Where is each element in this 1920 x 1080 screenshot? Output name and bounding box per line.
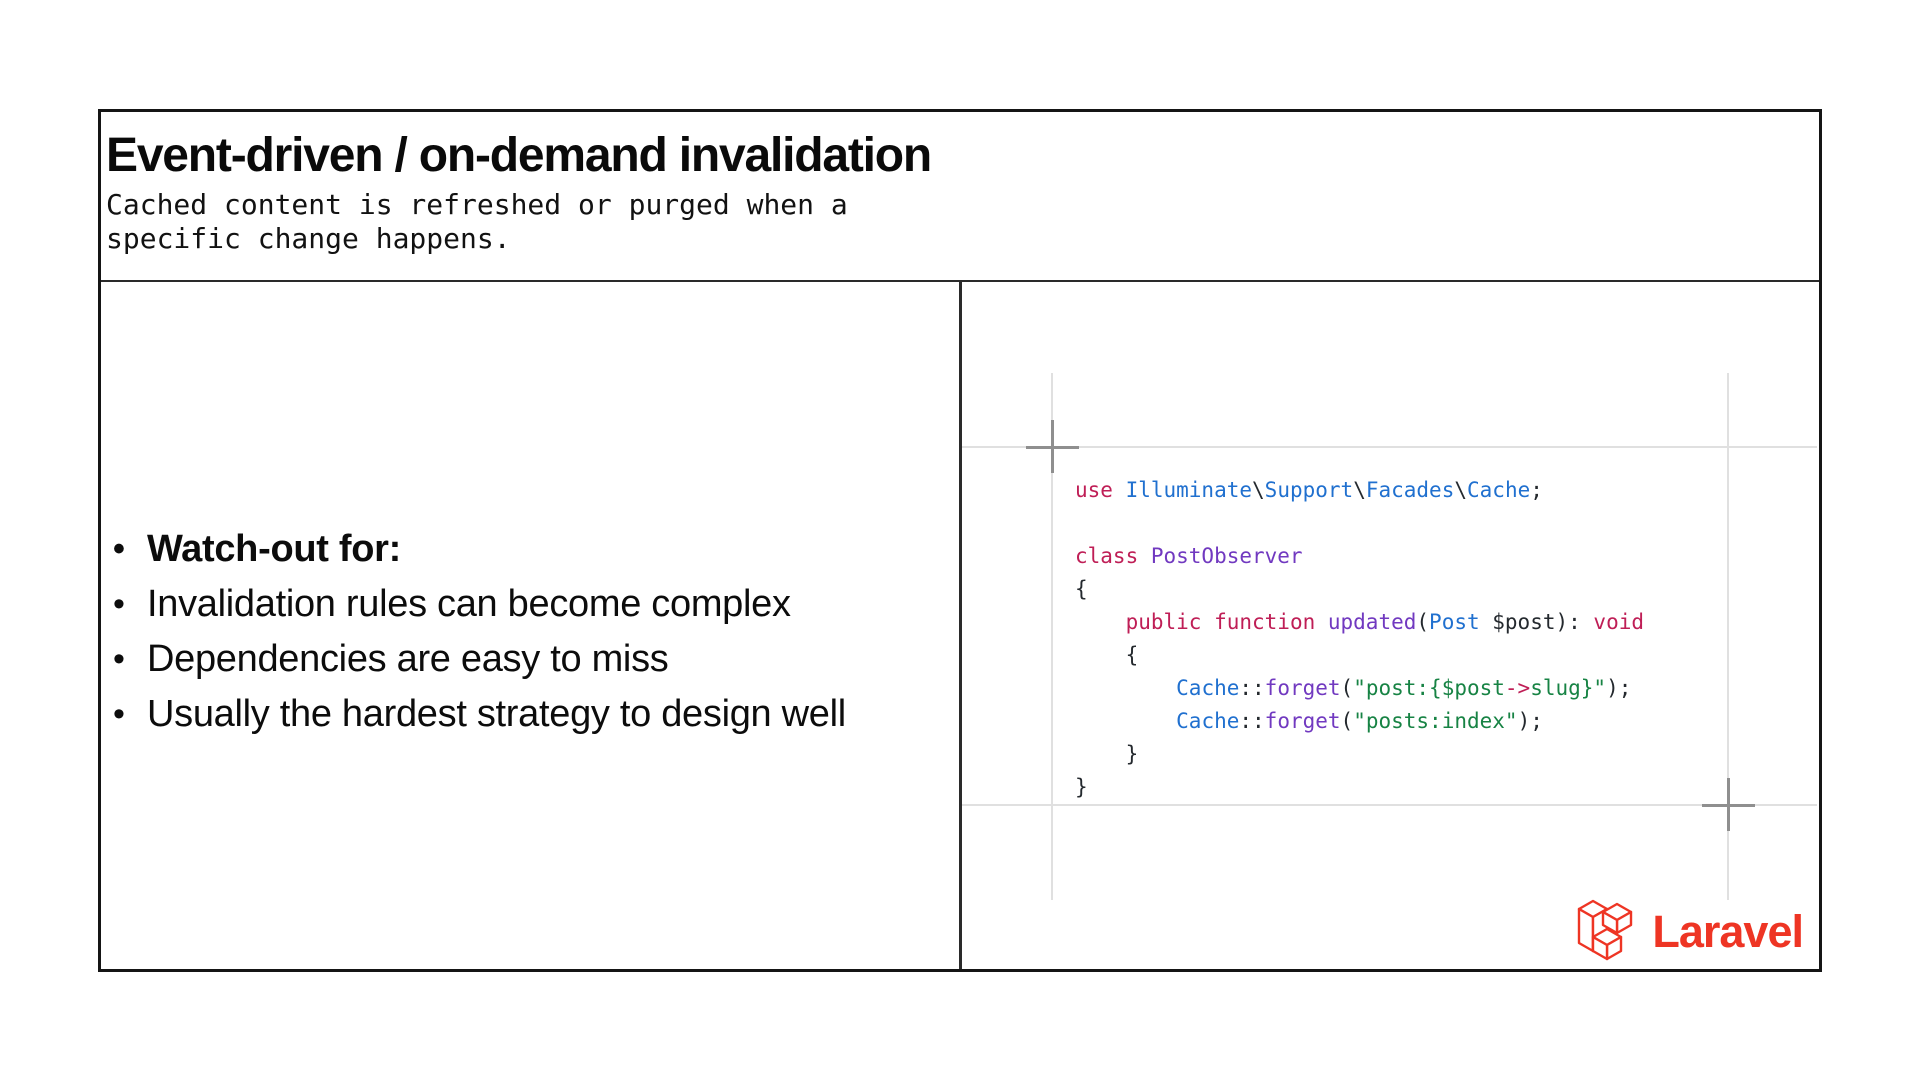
bullet-item: • Usually the hardest strategy to design …	[109, 687, 949, 742]
bullet-text: Invalidation rules can become complex	[147, 583, 791, 625]
bullet-item: • Invalidation rules can become complex	[109, 577, 949, 632]
bullet-text: Watch-out for:	[147, 528, 401, 570]
code-block: use Illuminate\Support\Facades\Cache; cla…	[1075, 474, 1644, 804]
bullet-marker-icon: •	[113, 695, 125, 733]
slide-header: Event-driven / on-demand invalidation Ca…	[101, 112, 1819, 282]
laravel-logomark-icon	[1578, 899, 1633, 961]
slide-subtitle: Cached content is refreshed or purged wh…	[106, 188, 848, 255]
bullet-marker-icon: •	[113, 585, 125, 623]
guide-line-horizontal-bottom	[962, 804, 1817, 806]
code-line: Cache::forget("posts:index");	[1176, 709, 1543, 733]
guide-line-vertical-left	[1051, 373, 1053, 900]
code-line	[1075, 507, 1644, 540]
bullet-text: Dependencies are easy to miss	[147, 638, 669, 680]
crosshair-icon	[1727, 778, 1730, 831]
code-line: public function updated(Post $post): voi…	[1125, 610, 1644, 634]
code-line: {	[1075, 643, 1139, 667]
guide-line-horizontal-top	[962, 446, 1817, 448]
panel-divider	[959, 282, 962, 969]
code-line: use Illuminate\Support\Facades\Cache;	[1075, 478, 1543, 502]
crosshair-icon	[1051, 420, 1054, 473]
bullet-text: Usually the hardest strategy to design w…	[147, 693, 846, 735]
laravel-logo: Laravel	[1574, 899, 1804, 963]
bullet-marker-icon: •	[113, 640, 125, 678]
laravel-wordmark: Laravel	[1652, 905, 1804, 957]
guide-line-vertical-right	[1727, 373, 1729, 900]
bullet-marker-icon: •	[113, 530, 125, 568]
slide-title: Event-driven / on-demand invalidation	[106, 129, 932, 182]
bullet-item: • Watch-out for:	[109, 522, 949, 577]
code-line: }	[1075, 775, 1088, 799]
code-line: class PostObserver	[1075, 544, 1303, 568]
bullet-list: • Watch-out for: • Invalidation rules can b…	[109, 522, 949, 742]
code-line: Cache::forget("post:{$post->slug}");	[1176, 676, 1632, 700]
bullet-item: • Dependencies are easy to miss	[109, 632, 949, 687]
slide: Event-driven / on-demand invalidation Ca…	[98, 109, 1822, 972]
code-line: {	[1075, 577, 1088, 601]
code-line: }	[1075, 742, 1139, 766]
